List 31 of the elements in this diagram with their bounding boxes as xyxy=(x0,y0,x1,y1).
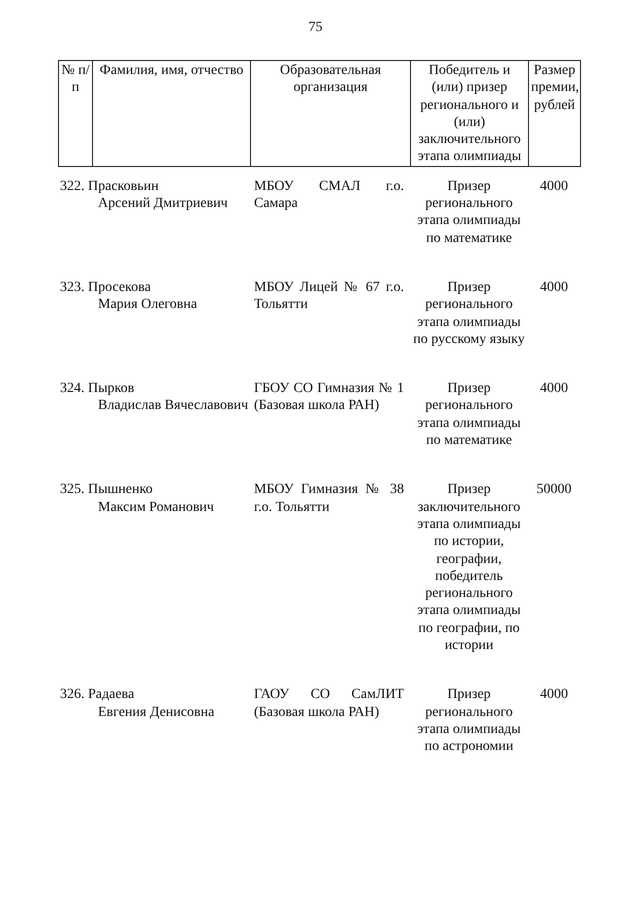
row-number-and-surname: 324. Пырков xyxy=(59,380,136,398)
prize-cell-text: 4000 xyxy=(539,686,569,704)
header-cell: Размер премии, рублей xyxy=(528,60,581,167)
given-names: Арсений Дмитриевич xyxy=(97,195,229,212)
achievement-cell-text: Призер регионального этапа олимпиады по астрономии xyxy=(416,686,522,756)
prize-cell-text: 4000 xyxy=(539,278,569,297)
achievement-cell-text: Призер регионального этапа олимпиады по математике xyxy=(416,178,522,248)
organization-cell-text: МБОУ Лицей № 67 г.о. Тольятти xyxy=(253,278,405,314)
prize-cell-text: 4000 xyxy=(539,380,569,398)
row-number-and-surname: 322. Прасковьин xyxy=(59,178,160,196)
given-names: Евгения Денисовна xyxy=(97,704,216,721)
header-cell: Образовательная организация xyxy=(250,60,411,167)
prize-cell-text: 4000 xyxy=(539,178,569,196)
organization-cell-text: МБОУ СМАЛ г.о. Самара xyxy=(253,178,405,214)
given-names: Владислав Вячеславович xyxy=(97,397,250,415)
achievement-cell-text: Призер регионального этапа олимпиады по русскому языку xyxy=(412,278,526,349)
header-cell: Фамилия, имя, отчество xyxy=(92,60,251,167)
organization-cell-text: ГАОУ СО СамЛИТ (Базовая школа РАН) xyxy=(253,686,405,722)
header-cell: Победитель и (или) призер регионального и (или) заключительного этапа олимпиады xyxy=(410,60,529,167)
achievement-cell-text: Призер заключительного этапа олимпиады по истории, географии, победитель регионального этапа олимпиады по географии, по истории xyxy=(416,481,522,656)
header-cell: № п/п xyxy=(58,60,93,167)
row-number-and-surname: 323. Просекова xyxy=(59,278,152,296)
given-names: Максим Романович xyxy=(97,498,215,516)
prize-cell-text: 50000 xyxy=(536,481,572,500)
row-number-and-surname: 325. Пышненко xyxy=(59,481,154,499)
achievement-cell-text: Призер регионального этапа олимпиады по математике xyxy=(416,380,522,450)
organization-cell-text: МБОУ Гимназия № 38 г.о. Тольятти xyxy=(253,481,405,517)
row-number-and-surname: 326. Радаева xyxy=(59,686,136,704)
given-names: Мария Олеговна xyxy=(97,296,198,314)
page-number: 75 xyxy=(308,20,324,36)
organization-cell-text: ГБОУ СО Гимназия № 1 (Базовая школа РАН) xyxy=(253,380,405,416)
